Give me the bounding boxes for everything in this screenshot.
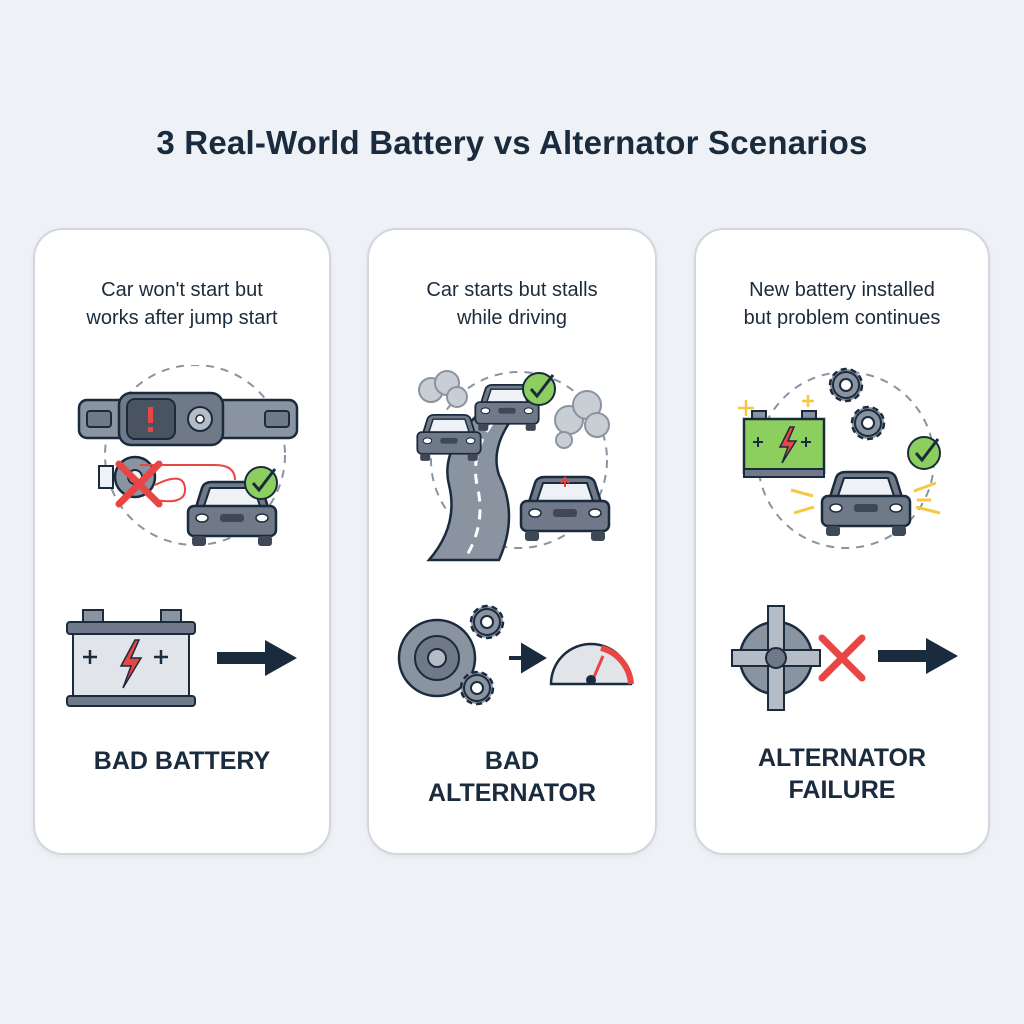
diagnosis-result: ALTERNATOR FAILURE xyxy=(696,742,988,806)
subtitle-line: New battery installed xyxy=(749,279,935,301)
arrow-right-icon xyxy=(217,640,297,676)
gear-icon xyxy=(469,604,505,640)
alternator-icon xyxy=(731,605,821,711)
smoke-icon xyxy=(418,370,610,449)
x-mark-icon xyxy=(822,638,862,678)
failed-starter-icon xyxy=(98,455,236,504)
battery-icon xyxy=(66,609,196,707)
scenario-description: Car starts but stalls while driving xyxy=(369,276,655,332)
subtitle-line: Car won't start but xyxy=(101,279,263,301)
car-icon xyxy=(416,413,482,462)
dashboard-icon xyxy=(77,391,299,447)
result-line: ALTERNATOR xyxy=(427,779,597,807)
road-icon xyxy=(426,403,522,562)
scenario-description: New battery installed but problem contin… xyxy=(696,276,988,332)
gear-icon xyxy=(828,367,864,403)
scenario-card-bad-alternator: Car starts but stalls while driving xyxy=(367,228,657,855)
arrow-right-icon xyxy=(509,642,547,674)
jump-start-illustration xyxy=(77,365,299,548)
alternator-failure-diagnosis xyxy=(731,605,958,711)
gear-icon xyxy=(850,405,886,441)
new-battery-icon xyxy=(742,410,826,478)
gauge-icon xyxy=(549,642,634,686)
result-line: ALTERNATOR xyxy=(757,744,927,772)
new-battery-illustration xyxy=(738,367,942,549)
check-icon xyxy=(521,371,557,407)
diagnosis-result: BAD ALTERNATOR xyxy=(369,745,655,809)
subtitle-line: but problem continues xyxy=(743,307,941,329)
diagnosis-result: BAD BATTERY xyxy=(35,745,329,777)
gear-icon xyxy=(459,670,495,706)
page-title: 3 Real-World Battery vs Alternator Scena… xyxy=(156,124,868,161)
stalling-illustration xyxy=(416,370,611,562)
subtitle-line: works after jump start xyxy=(86,307,278,329)
scenario-description: Car won't start but works after jump sta… xyxy=(35,276,329,332)
subtitle-line: while driving xyxy=(456,307,568,329)
result-line: BAD xyxy=(484,747,540,775)
alternator-diagnosis xyxy=(397,604,634,706)
result-line: FAILURE xyxy=(788,776,896,804)
result-line: BAD BATTERY xyxy=(93,747,271,775)
check-icon xyxy=(906,435,942,471)
subtitle-line: Car starts but stalls xyxy=(426,279,598,301)
scenario-card-bad-battery: Car won't start but works after jump sta… xyxy=(33,228,331,855)
battery-diagnosis xyxy=(66,609,297,707)
check-icon xyxy=(243,465,279,501)
alternator-icon xyxy=(397,618,477,698)
scenario-card-alternator-failure: New battery installed but problem contin… xyxy=(694,228,990,855)
car-icon xyxy=(820,470,912,538)
arrow-right-icon xyxy=(878,638,958,674)
